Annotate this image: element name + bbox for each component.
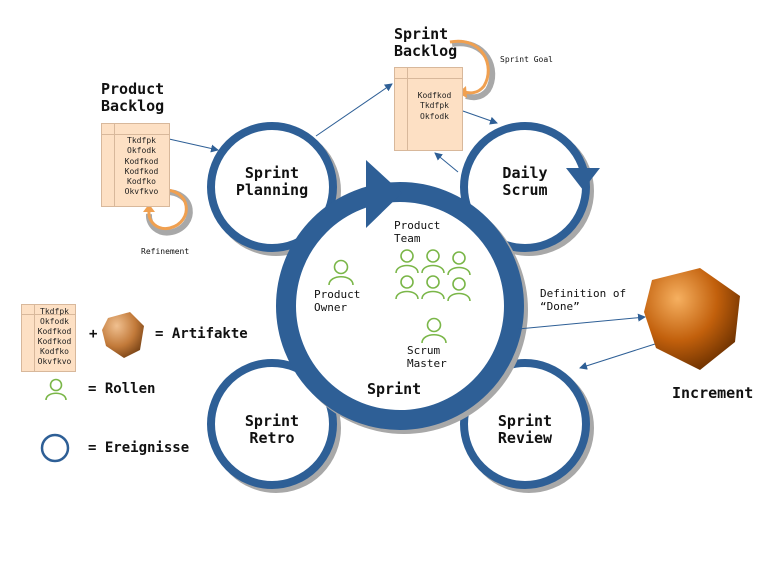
daily-scrum-label: Daily Scrum (502, 164, 548, 200)
sprint-label: Sprint (367, 380, 422, 398)
legend-artifact-cube-icon (102, 312, 144, 358)
backlog-item: Okvfkvo (124, 187, 159, 197)
backlog-item: Okfodk (40, 317, 69, 326)
legend-event-circle-icon (40, 433, 70, 463)
backlog-item: Okfodk (127, 146, 156, 156)
sprint-retro-ring (207, 359, 341, 493)
product-owner-label: Product Owner (314, 288, 361, 314)
increment-label: Increment (672, 384, 754, 402)
scrum-master-icon (421, 317, 447, 344)
refinement-arrow-icon (143, 188, 193, 236)
refinement-label: Refinement (141, 247, 190, 256)
sprint-review-label: Sprint Review (497, 412, 553, 448)
legend-artifacts-label: = Artifakte (155, 326, 248, 342)
sprint-planning-label: Sprint Planning (235, 164, 309, 200)
sprint-retro-label: Sprint Retro (244, 412, 300, 448)
product-owner-icon (328, 259, 354, 286)
definition-of-done-label: Definition of “Done” (540, 287, 627, 313)
legend-plus: + (89, 326, 98, 342)
backlog-item: Kodfkod (124, 166, 159, 176)
backlog-item: Kodfkod (37, 337, 72, 346)
backlog-item: Okfodk (420, 111, 449, 121)
daily-scrum-ring (460, 122, 600, 256)
backlog-item: Okvfkvo (37, 357, 72, 366)
backlog-item: Tkdfpk (420, 101, 449, 111)
legend-events-label: = Ereignisse (88, 440, 190, 456)
increment-cube-icon (644, 268, 740, 370)
sprint-goal-label: Sprint Goal (500, 55, 553, 64)
role-icons (45, 249, 471, 401)
sprint-ring (276, 160, 528, 434)
product-team-label: Product Team (394, 219, 441, 245)
backlog-item: Tkdfpk (40, 307, 69, 316)
sprint-planning-ring (207, 122, 341, 256)
backlog-item: Kodfko (127, 177, 156, 187)
backlog-item: Kodfko (40, 347, 69, 356)
backlog-item: Kodfkod (124, 156, 159, 166)
product-team-icon (395, 249, 471, 302)
sprint-backlog-title: Sprint Backlog (394, 25, 458, 61)
legend-roles-label: = Rollen (88, 381, 156, 397)
legend-role-icon (45, 378, 67, 401)
product-backlog-title: Product Backlog (101, 80, 165, 116)
backlog-item: Kodfkod (417, 91, 452, 100)
backlog-item: Tkdfpk (127, 136, 156, 145)
scrum-master-label: Scrum Master (407, 344, 447, 370)
backlog-item: Kodfkod (37, 327, 72, 336)
flow-arrows (168, 83, 656, 370)
